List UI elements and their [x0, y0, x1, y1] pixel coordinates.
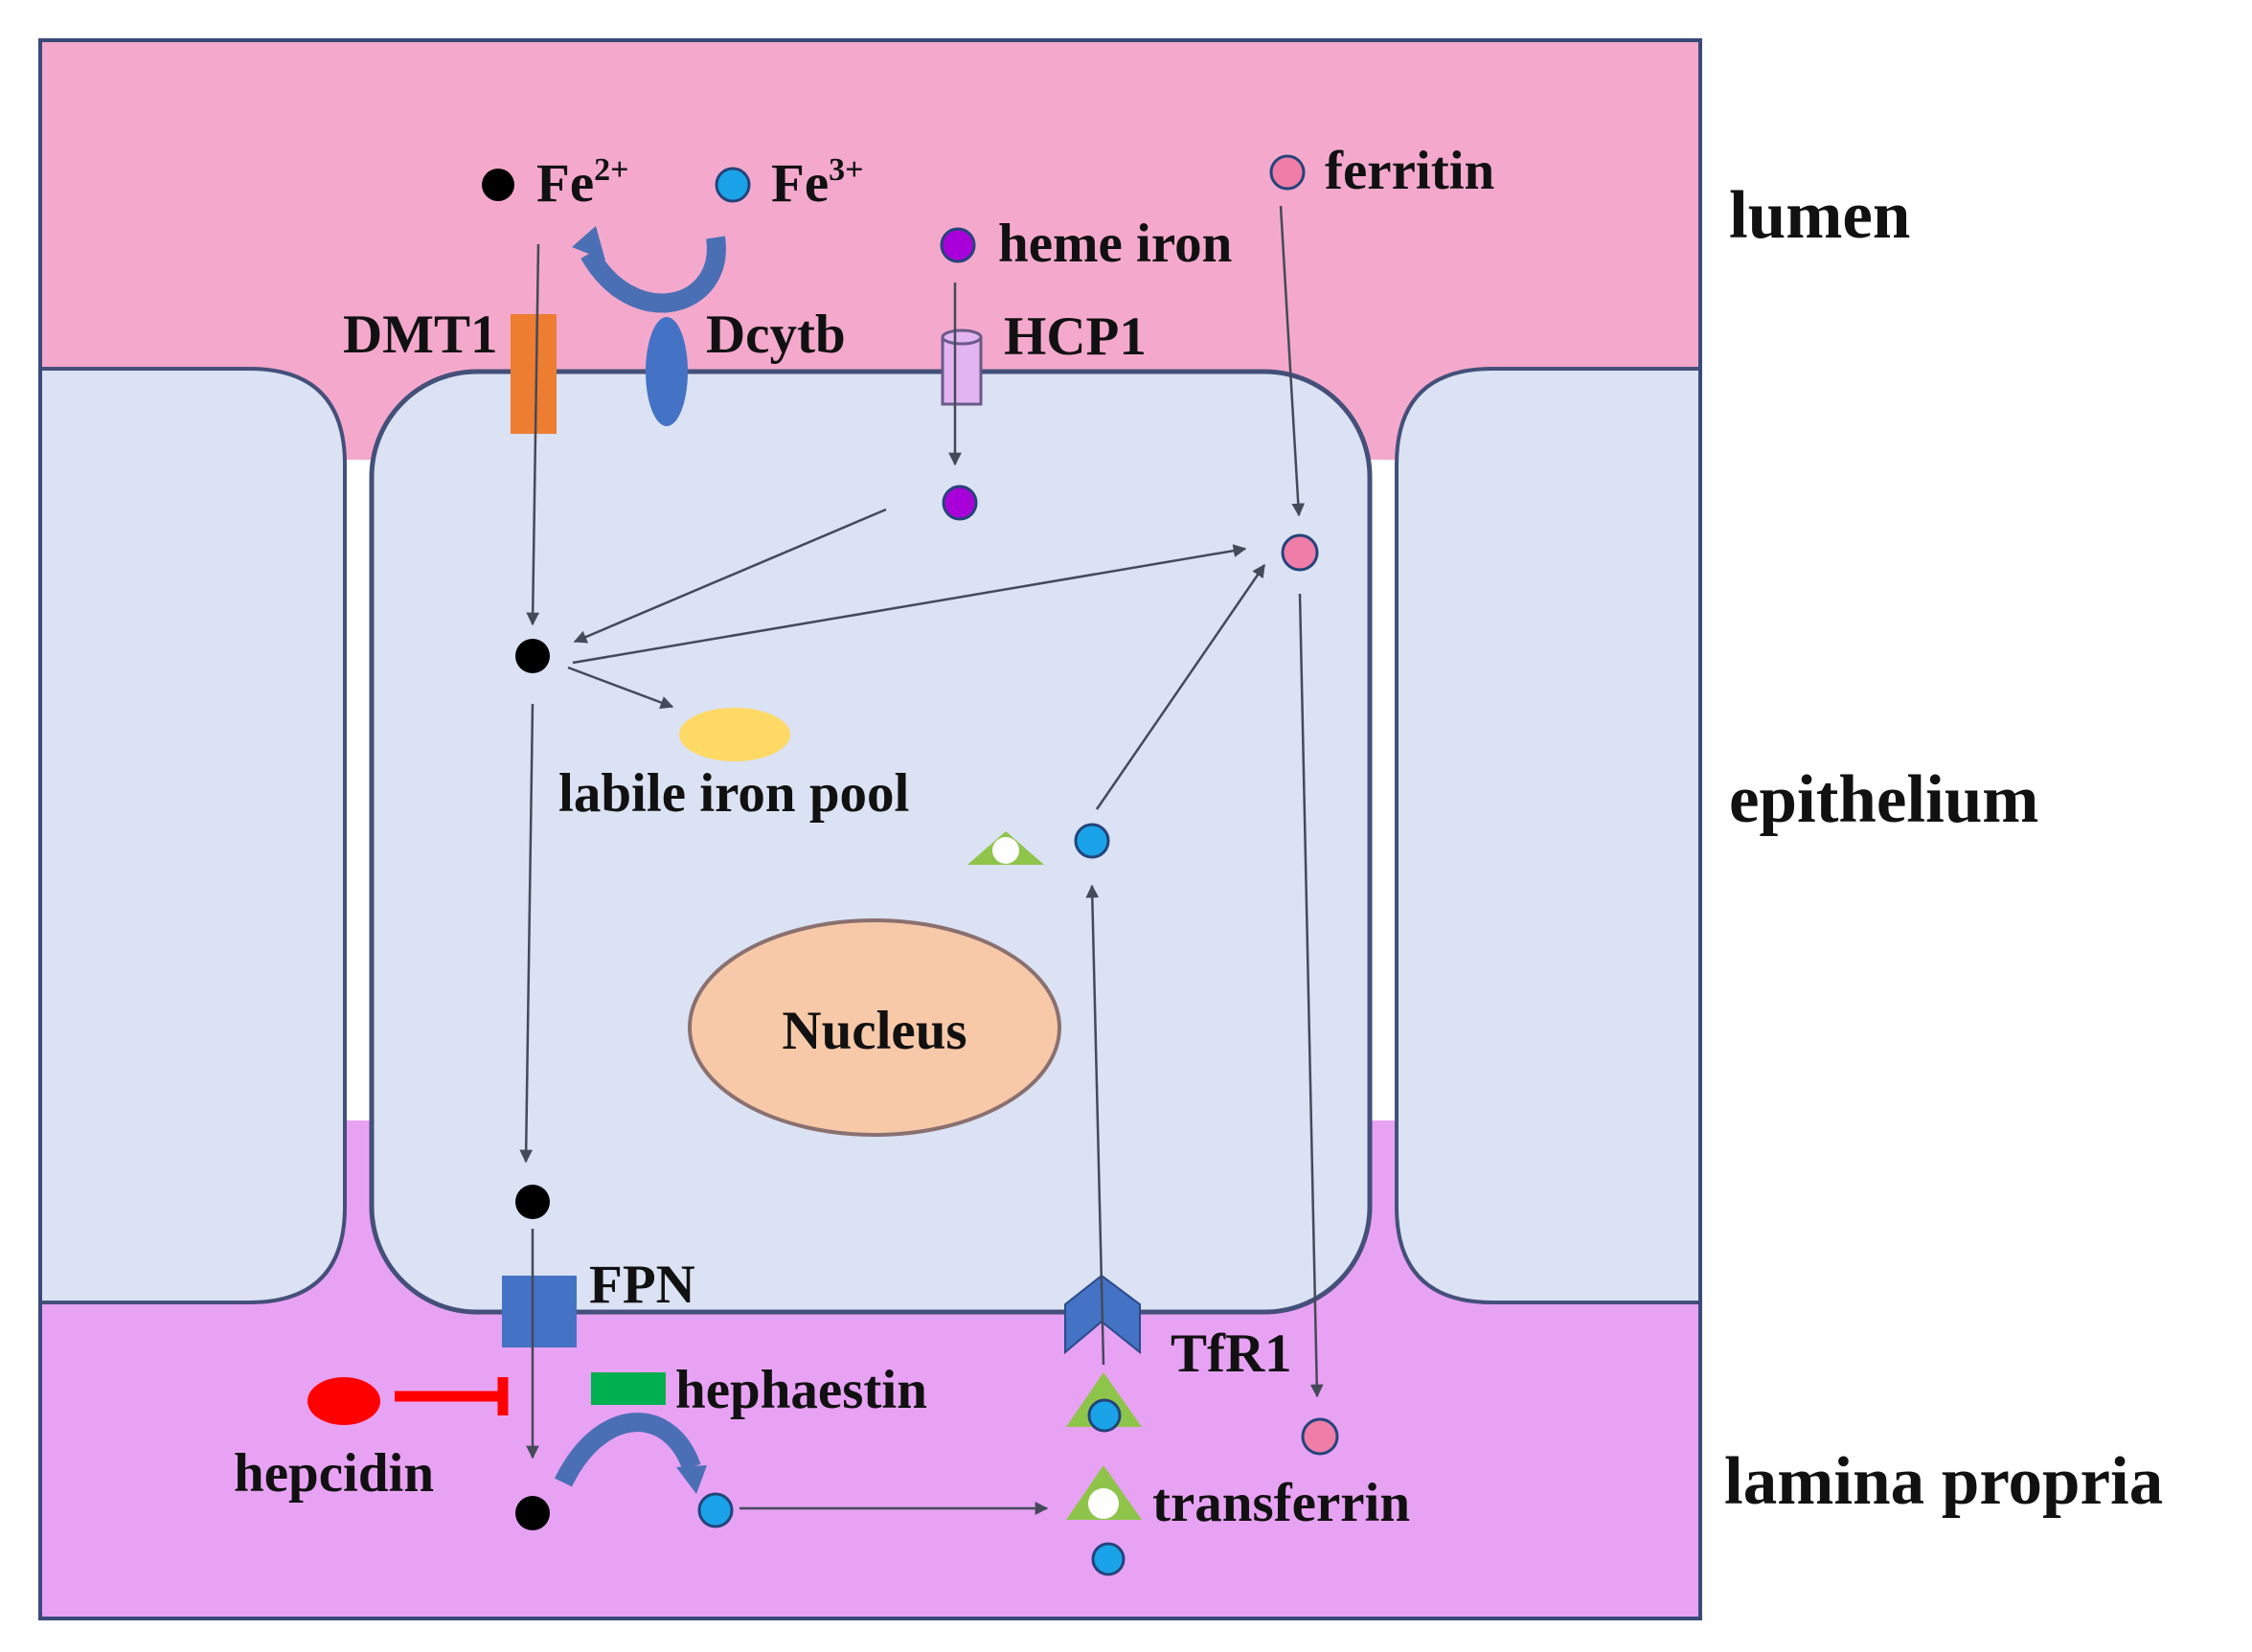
fpn-label: FPN	[589, 1255, 695, 1315]
dcytb-reductase	[646, 317, 688, 426]
arrow-fe2-to-ferritin	[572, 544, 1247, 665]
transferrin-plasma	[1066, 1465, 1142, 1520]
nucleus	[688, 918, 1061, 1137]
nucleus-label: Nucleus	[782, 1001, 967, 1061]
hephaestin-label: hephaestin	[675, 1360, 927, 1420]
fe2-legend-dot	[482, 169, 514, 201]
fe3-cytoplasm-dot	[1074, 823, 1110, 859]
intercellular-gap-left	[345, 460, 374, 1120]
arrow-fe3-to-ferritin	[1095, 563, 1266, 810]
heme-intracellular-dot	[942, 485, 978, 521]
dcytb-label: Dcytb	[706, 305, 846, 365]
diagram-frame	[38, 38, 1702, 1620]
dcytb-reduction-arrowhead	[572, 226, 605, 260]
arrow-tfr1-endocytosis	[1085, 884, 1105, 1366]
intercellular-gap-right	[1368, 460, 1397, 1120]
hephaestin-oxidation-arrow	[555, 1413, 701, 1487]
fpn-transporter	[502, 1276, 577, 1347]
epithelial-cell	[369, 369, 1373, 1315]
ferritin-intracellular-dot	[1281, 533, 1319, 572]
transferrin-label: transferrin	[1152, 1473, 1410, 1533]
labile-iron-pool-label: labile iron pool	[558, 763, 909, 824]
dmt1-label: DMT1	[343, 305, 497, 365]
fe2-lamina-dot	[515, 1496, 550, 1530]
region-label-lamina-propria: lamina propria	[1724, 1444, 2163, 1519]
arrow-fe2-to-basolateral	[519, 703, 535, 1164]
arrow-fe2-uptake	[526, 243, 540, 626]
arrow-ferritin-to-lamina	[1298, 593, 1324, 1398]
arrow-fe2-to-labile-pool	[567, 666, 674, 710]
fe3-legend-dot	[715, 167, 751, 203]
region-label-lumen: lumen	[1729, 178, 1910, 253]
transferrin-cytoplasm	[967, 831, 1044, 865]
fe2-intracellular-dot	[515, 639, 550, 673]
fe3-lamina-dot	[697, 1492, 734, 1528]
dcytb-reduction-arrow	[580, 236, 726, 313]
heme-iron-label: heme iron	[998, 214, 1232, 274]
hcp1-label: HCP1	[1004, 306, 1147, 367]
region-label-epithelium: epithelium	[1729, 762, 2038, 837]
fe3-tfr1-dot	[1087, 1398, 1122, 1433]
fe2-label: Fe2+	[536, 152, 629, 214]
hcp1-transporter	[941, 328, 983, 406]
hephaestin-oxidation-arrowhead	[676, 1465, 707, 1494]
arrow-heme-to-fe2	[573, 508, 887, 644]
tfr1-label: TfR1	[1171, 1324, 1292, 1384]
dmt1-transporter	[511, 314, 557, 434]
ferritin-label: ferritin	[1325, 141, 1494, 201]
fe3-transferrin-dot	[1091, 1542, 1126, 1576]
labile-iron-pool-blob	[679, 708, 790, 761]
right-neighbor-cell	[1395, 367, 1702, 1304]
ferritin-legend-dot	[1269, 154, 1306, 191]
hepcidin-label: hepcidin	[234, 1443, 434, 1504]
ferritin-lamina-dot	[1301, 1417, 1339, 1456]
fe2-basolateral-dot	[515, 1185, 550, 1219]
arrow-lumen-ferritin-in	[1279, 205, 1306, 517]
hepcidin-molecule	[307, 1377, 380, 1425]
fe3-label: Fe3+	[771, 152, 864, 214]
hephaestin-marker	[591, 1372, 666, 1405]
left-neighbor-cell	[38, 367, 347, 1304]
heme-legend-dot	[940, 227, 976, 263]
